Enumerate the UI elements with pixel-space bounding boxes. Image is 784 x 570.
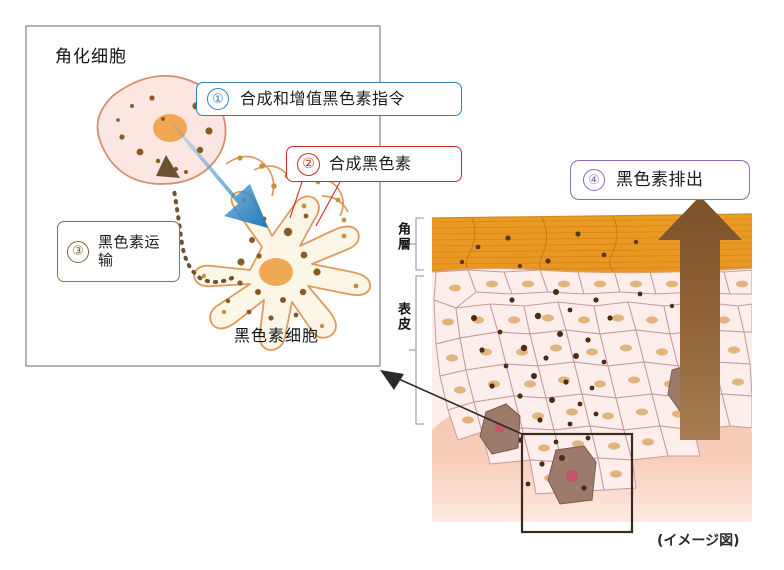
melanocyte-melanin-dots bbox=[225, 213, 321, 321]
blue-signal-arrow bbox=[170, 118, 268, 228]
layer-label-epidermis: 表皮 bbox=[395, 302, 410, 332]
keratinocyte-label: 角化细胞 bbox=[55, 47, 127, 67]
melanocyte-nucleus bbox=[259, 258, 293, 286]
callout-melanin-excretion: ④ 黑色素排出 bbox=[570, 160, 750, 200]
callout2-connector bbox=[289, 181, 341, 227]
callout-text-3: 黑色素运输 bbox=[98, 232, 161, 269]
keratinocyte-nucleus bbox=[153, 114, 187, 142]
dendrite-arm-beads bbox=[237, 155, 347, 223]
figure-caption: (イメージ図) bbox=[657, 533, 740, 549]
callout-number-3: ③ bbox=[67, 240, 89, 263]
melanocyte-label: 黑色素细胞 bbox=[234, 326, 320, 345]
callout-text-4: 黑色素排出 bbox=[616, 169, 704, 190]
callout-text-2: 合成黑色素 bbox=[329, 153, 412, 173]
callout-number-1: ① bbox=[207, 88, 229, 110]
melanin-excretion-arrow bbox=[658, 196, 742, 440]
zoom-region-box bbox=[380, 370, 634, 534]
callout-number-2: ② bbox=[297, 152, 320, 176]
layer-label-stratum-corneum: 角層 bbox=[395, 222, 410, 252]
melanin-transport-path bbox=[156, 155, 234, 284]
callout-melanin-transport: ③ 黑色素运输 bbox=[57, 221, 180, 282]
callout-text-1: 合成和增值黑色素指令 bbox=[240, 88, 406, 108]
callout-synthesis-and-increase-command: ① 合成和增值黑色素指令 bbox=[196, 82, 462, 116]
keratinocyte-cell bbox=[96, 75, 227, 185]
layer-brackets bbox=[409, 217, 424, 425]
callout-synthesize-melanin: ② 合成黑色素 bbox=[286, 146, 462, 182]
callout-number-4: ④ bbox=[583, 169, 605, 191]
corneum-melanin-granules bbox=[459, 231, 639, 269]
